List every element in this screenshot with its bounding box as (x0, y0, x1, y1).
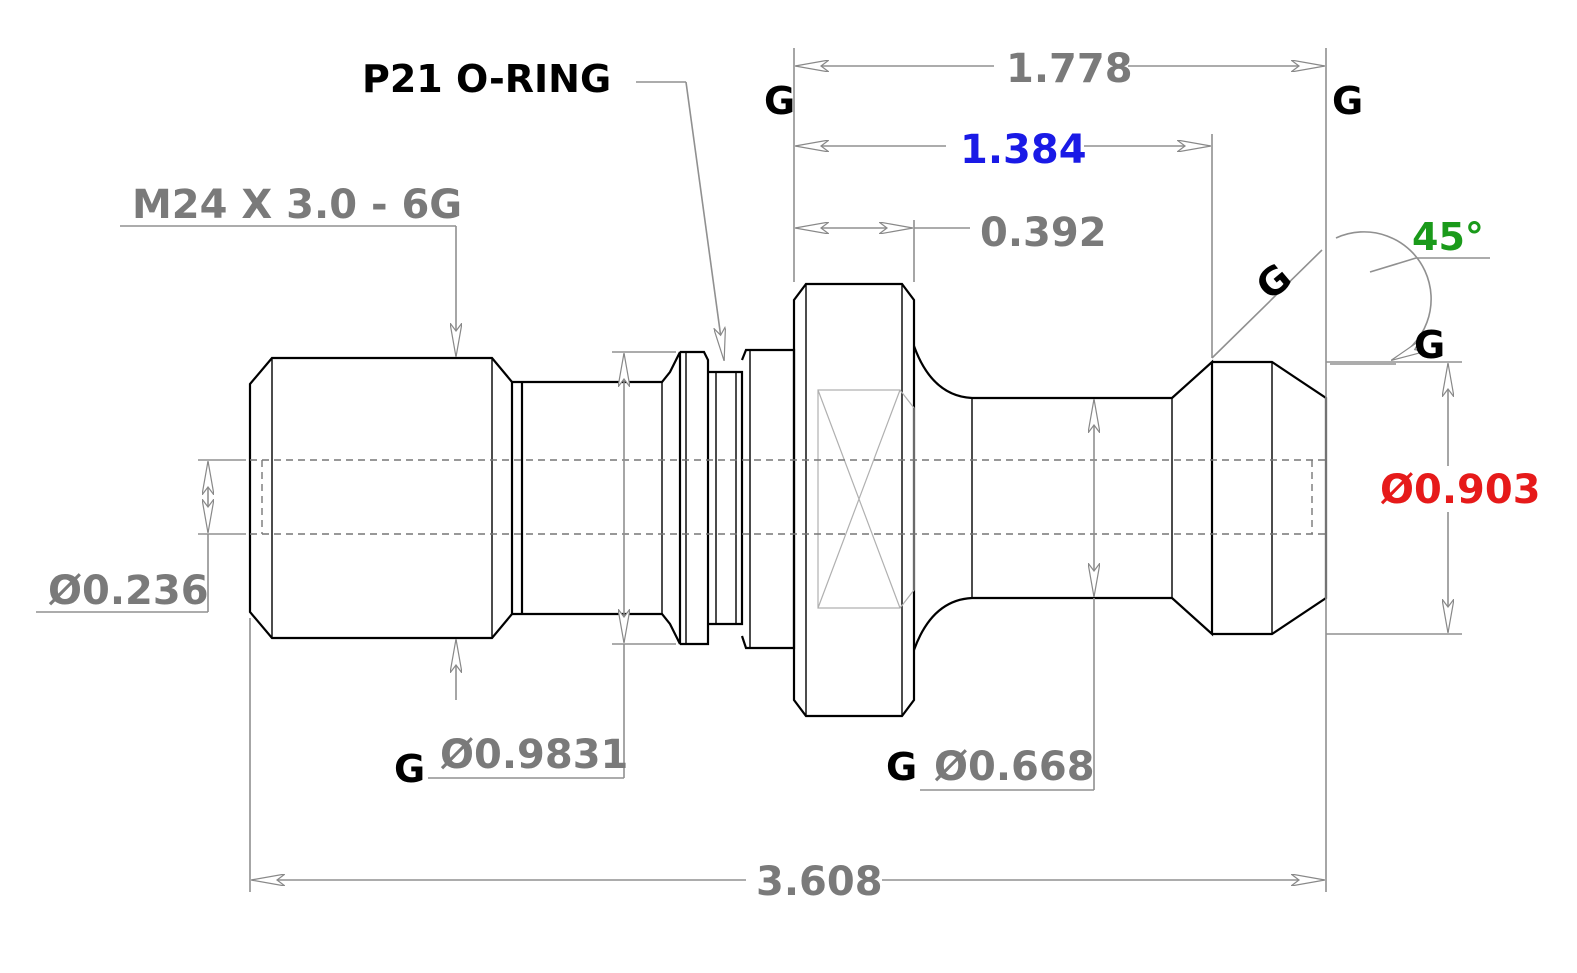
dim-flange-thickness: 0.392 (980, 210, 1107, 256)
pilot-section (512, 351, 682, 645)
g-symbol-head: G (1414, 323, 1445, 367)
flange (792, 282, 916, 718)
dim-neck-diameter: Ø0.668 (934, 744, 1095, 790)
part-outline (248, 282, 1328, 718)
through-bore (250, 459, 1326, 535)
dim-taper-angle: 45° (1412, 215, 1484, 259)
extension-lines (198, 48, 1462, 892)
neck (912, 345, 1214, 651)
oring-note: P21 O-RING (362, 57, 611, 101)
dim-flange-to-taper: 1.384 (960, 127, 1087, 173)
dim-head-diameter: Ø0.903 (1380, 467, 1541, 513)
retention-head (1212, 360, 1328, 636)
dim-overall-flange-to-end: 1.778 (1006, 46, 1133, 92)
g-symbol-taper: G (1248, 255, 1300, 309)
dim-pilot-diameter: Ø0.9831 (440, 732, 628, 778)
g-symbol-end-top: G (1332, 79, 1363, 123)
dimension-lines (36, 66, 1490, 880)
dim-bore-diameter: Ø0.236 (48, 568, 209, 614)
wrench-flat (817, 389, 915, 609)
g-symbol-pilot: G (394, 747, 425, 791)
thread-note: M24 X 3.0 - 6G (132, 182, 462, 228)
dim-overall-length: 3.608 (756, 859, 883, 905)
g-symbol-flange-top: G (764, 79, 795, 123)
oring-groove (680, 348, 796, 650)
annotations: P21 O-RING M24 X 3.0 - 6G 1.778 1.384 0.… (48, 46, 1541, 905)
threaded-shank (248, 356, 514, 640)
g-symbol-neck: G (886, 745, 917, 789)
